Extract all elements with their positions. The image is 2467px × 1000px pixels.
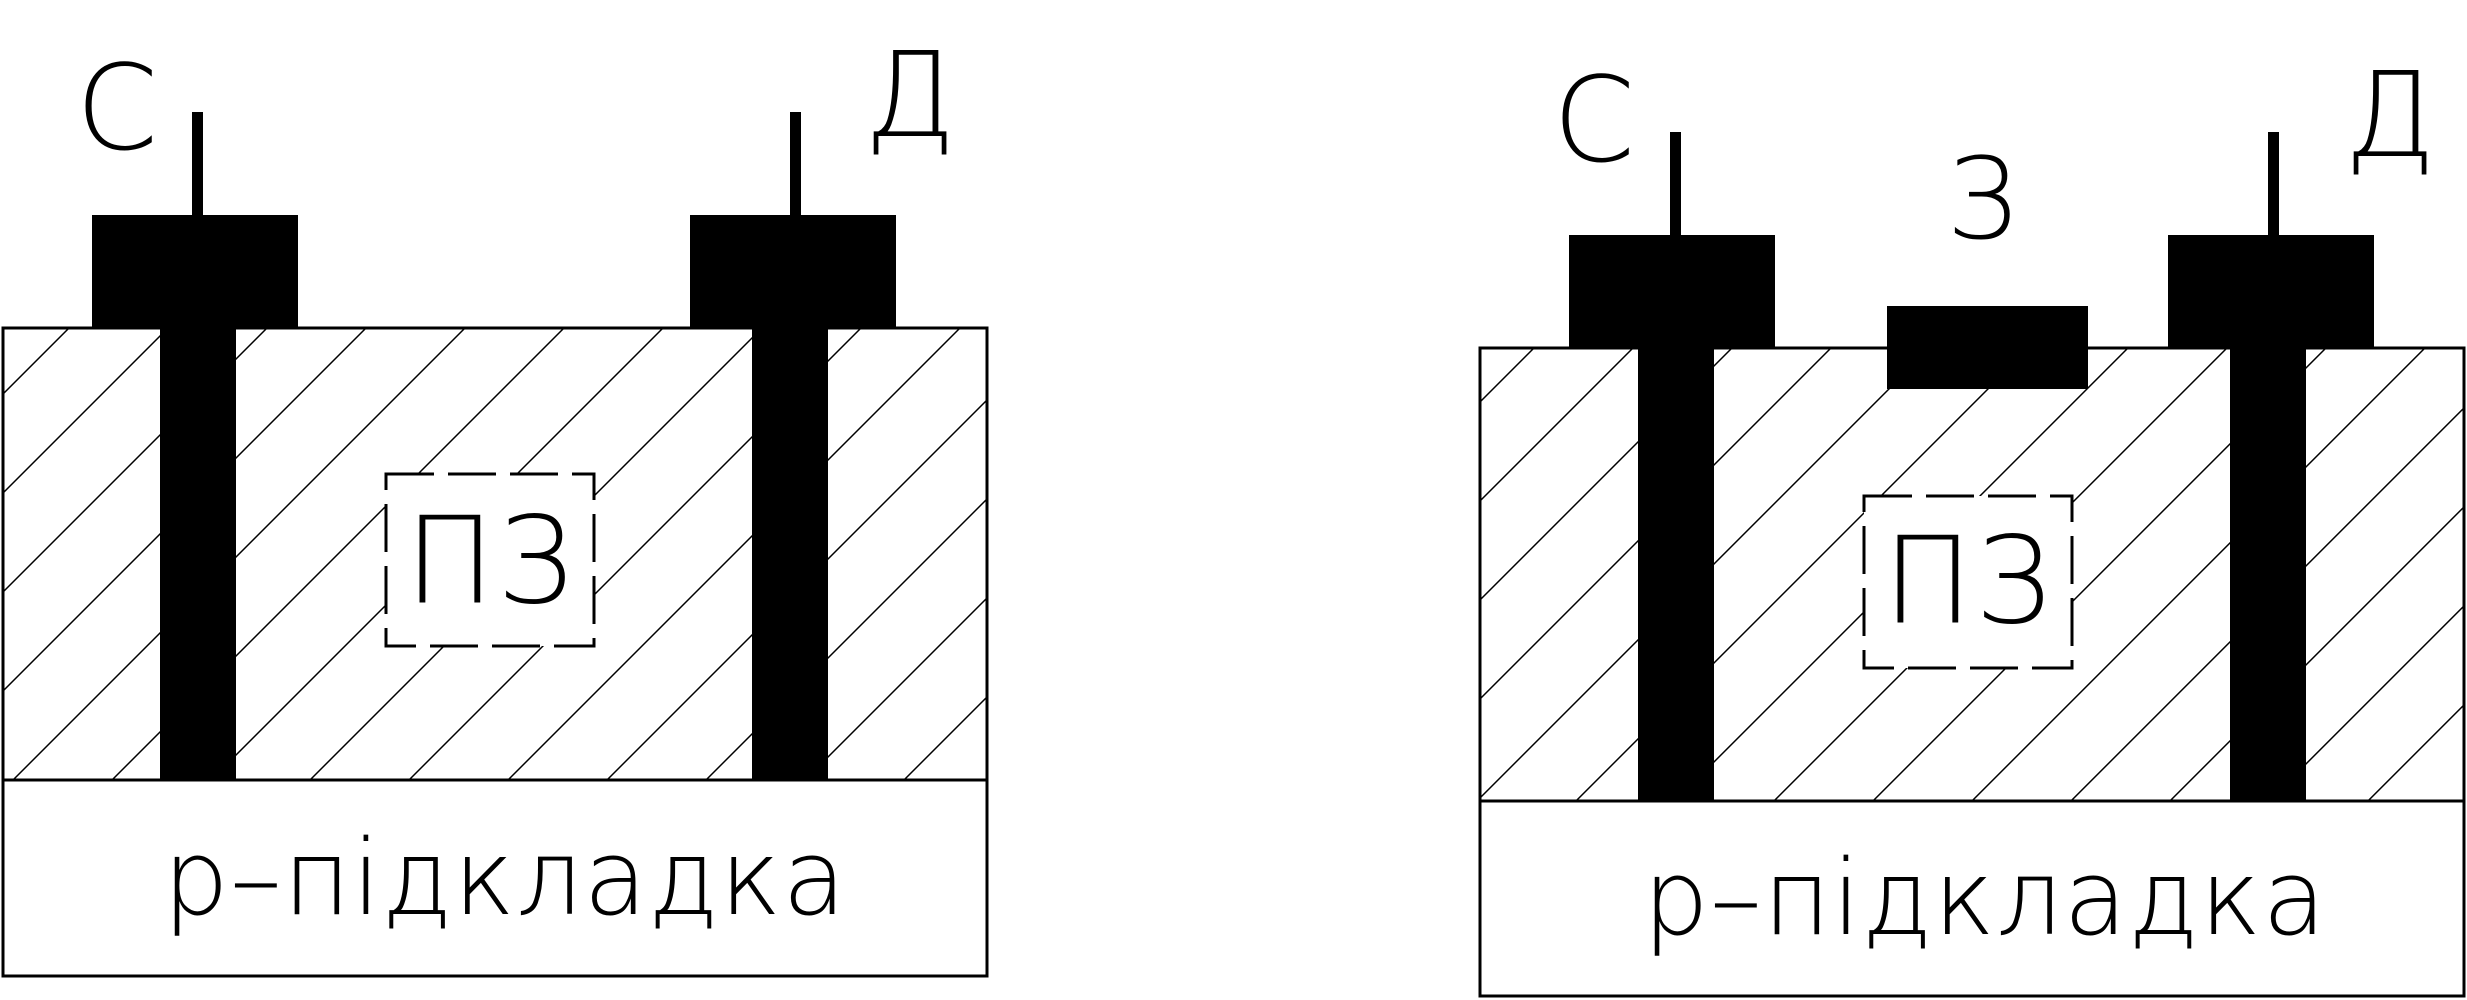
right-source-lead (1670, 132, 1681, 237)
right-source-pillar (1638, 348, 1714, 801)
left-drain-label: Д (864, 26, 956, 164)
right-gate-electrode (1887, 306, 2088, 389)
right-drain-pillar (2230, 348, 2306, 801)
right-gate-label: З (1946, 135, 2017, 265)
left-substrate-label: p–підкладка (163, 817, 847, 939)
left-substrate (1, 778, 989, 978)
right-channel-label: ПЗ (1883, 513, 2054, 652)
right-drain-label: Д (2344, 46, 2436, 184)
left-drain-electrode (690, 215, 896, 328)
right-source-electrode (1569, 235, 1775, 348)
right-source-label: С (1553, 51, 1635, 189)
right-figure: ПЗ С З Д p–підкладка (1478, 46, 2466, 998)
right-substrate (1478, 799, 2466, 998)
left-channel-label-box (384, 472, 596, 648)
right-substrate-label: p–підкладка (1643, 837, 2327, 959)
left-source-pillar (160, 328, 236, 780)
left-source-lead (192, 112, 203, 217)
left-source-electrode (92, 215, 298, 328)
right-drain-electrode (2168, 235, 2374, 348)
left-source-label: С (76, 39, 158, 177)
right-drain-lead (2268, 132, 2279, 237)
left-channel-label: ПЗ (405, 493, 576, 632)
right-channel-label-box (1862, 494, 2074, 670)
left-figure: ПЗ С Д p–підкладка (1, 26, 989, 978)
left-drain-lead (790, 112, 801, 217)
left-drain-pillar (752, 328, 828, 780)
